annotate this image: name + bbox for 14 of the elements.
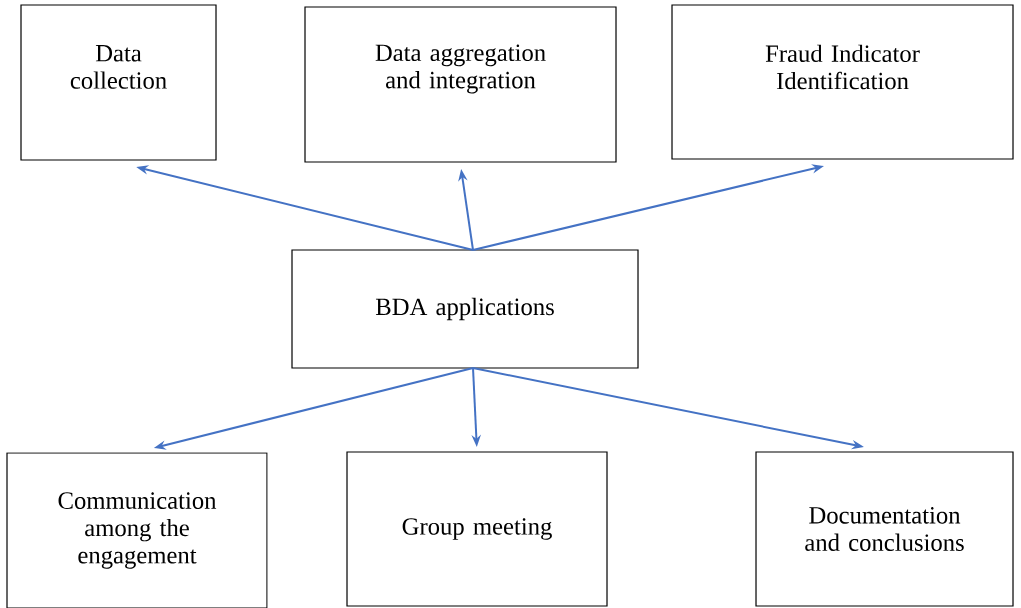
- process-box: [6, 452, 268, 608]
- node-label: BDA applications: [375, 297, 554, 321]
- process-box: [304, 6, 617, 163]
- process-box: [291, 249, 639, 369]
- process-box: [671, 4, 1014, 160]
- node-label: Data aggregation and integration: [375, 44, 546, 94]
- node-label: Communication among the engagement: [58, 492, 217, 569]
- process-box: [755, 451, 1014, 607]
- node-label: Group meeting: [402, 518, 552, 540]
- process-box: [20, 4, 217, 161]
- process-box: [346, 451, 608, 607]
- node-label: Fraud Indicator Identification: [765, 44, 920, 90]
- node-label: Documentation and conclusions: [805, 507, 964, 551]
- node-label: Data collection: [70, 45, 167, 89]
